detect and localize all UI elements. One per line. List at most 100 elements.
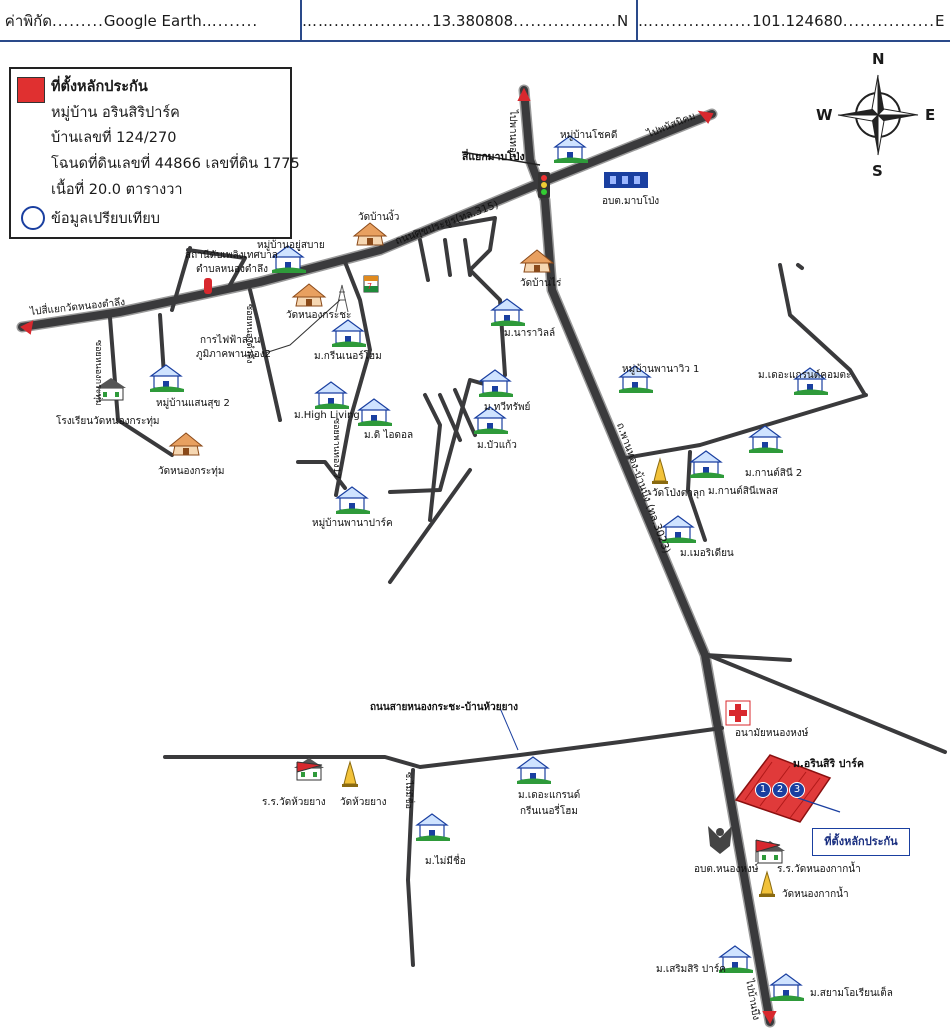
label-health-center: อนามัยหนองหงษ์: [735, 728, 809, 739]
house-icon: [490, 298, 526, 327]
flag-icon: [755, 839, 781, 862]
traffic-light-icon: [538, 172, 550, 198]
house-icon: [516, 756, 552, 785]
label-merry-dian: ม.เมอริเดียน: [680, 548, 734, 559]
convenience-store-icon: 7: [363, 275, 379, 293]
label-siam-oriental: ม.สยามโอเรียนเต็ล: [810, 988, 893, 999]
arrow-northeast: [697, 110, 714, 124]
house-icon: [149, 364, 185, 393]
label-wat-nong-khrathum: วัดหนองกระทุ่ม: [158, 466, 225, 477]
road-end-arrows: [20, 87, 777, 1025]
label-intersection-map-pong: สี่แยกมาบโป่ง: [462, 151, 525, 163]
coord-source: Google Earth: [103, 12, 202, 30]
label-wat-huai-yang: วัดห้วยยาง: [340, 797, 387, 808]
road-label-soi-nong-khrathum: ซอยหนองกระทุ่ม: [93, 340, 103, 406]
label-the-grand-green-2: กรีนเนอรี่โฮม: [520, 806, 578, 817]
label-rr-wat-huai-yang: ร.ร.วัดห้วยยาง: [262, 797, 326, 808]
compass-north: N: [872, 50, 885, 68]
legend-house-no: บ้านเลขที่ 124/270: [51, 130, 177, 146]
longitude-dir: E: [935, 12, 945, 30]
compass-rose: [837, 74, 919, 156]
marker-3: 3: [789, 782, 805, 798]
label-abt-nong-hong: อบต.หนองหงษ์: [694, 864, 759, 875]
label-ban-chokdee: หมู่บ้านโชคดี: [560, 130, 618, 141]
legend-village: หมู่บ้าน อรินสิริปาร์ค: [51, 105, 180, 121]
latitude-cell: …….................13.380808............…: [302, 0, 638, 40]
pea-leader-line: [261, 299, 341, 355]
fire-extinguisher-icon: [204, 278, 212, 294]
road-label-soi-mai-mi-chue: ซ.ไม่มีชื่อ: [403, 772, 413, 809]
label-the-grand-green: ม.เดอะแกรนด์: [518, 790, 581, 801]
callout-leader: [797, 797, 841, 813]
label-rr-wat-nong-kakna: ร.ร.วัดหนองกากน้ำ: [777, 864, 861, 875]
temple-icon: [292, 283, 326, 307]
latitude-dir: N: [617, 12, 629, 30]
pagoda-icon: [651, 458, 669, 485]
label-fire-station-2: ตำบลหนองตำลึง: [196, 264, 269, 275]
label-ban-phana-park: หมู่บ้านพานาปาร์ค: [312, 518, 393, 529]
longitude-cell: ….................101.124680............…: [638, 12, 945, 30]
legend-collateral: ที่ตั้งหลักประกัน: [51, 79, 148, 95]
label-pea: การไฟฟ้าส่วน: [200, 335, 261, 346]
label-high-living: ม.High Living: [294, 410, 360, 421]
flag-icon: [296, 761, 323, 780]
house-icon: [415, 813, 451, 842]
collateral-callout: ที่ตั้งหลักประกัน: [812, 828, 910, 856]
road-label-leader: [499, 707, 519, 751]
road-label-soi-phanthong17: ซอยพานทอง17: [331, 418, 341, 480]
arrow-north: [517, 87, 531, 101]
label-ban-yu-sabai: หมู่บ้านอยู่สบาย: [257, 240, 325, 251]
comparison-circle-icon: [21, 206, 45, 230]
marker-2: 2: [772, 782, 788, 798]
label-wat-nong-kakna: วัดหนองกากน้ำ: [782, 889, 849, 900]
collateral-swatch: [17, 77, 45, 103]
arrow-west: [20, 320, 34, 335]
label-wat-ban-ngio: วัดบ้านงิ้ว: [358, 212, 400, 223]
label-pea-2: ภูมิภาคพานทอง2: [196, 349, 271, 360]
label-the-idol: ม.ดิ ไอดอล: [364, 430, 414, 441]
compass-south: S: [872, 162, 883, 180]
map-legend: ที่ตั้งหลักประกัน หมู่บ้าน อรินสิริปาร์ค…: [9, 67, 300, 239]
house-icon: [478, 369, 514, 398]
label-phana-view: หมู่บ้านพานาวิว 1: [622, 364, 700, 375]
main-roads: [18, 86, 774, 1026]
label-abt-map-pong: อบต.มาบโป่ง: [602, 196, 660, 207]
label-mai-mi-chue: ม.ไม่มีชื่อ: [425, 856, 466, 867]
label-green-home: ม.กรีนเนอร์โฮม: [314, 351, 382, 362]
government-office-icon: [604, 172, 648, 188]
label-ban-saen-suk-2: หมู่บ้านแสนสุข 2: [156, 398, 230, 409]
house-icon: [769, 973, 805, 1002]
longitude-value: 101.124680: [752, 12, 843, 30]
latitude-value: 13.380808: [432, 12, 514, 30]
house-icon: [335, 486, 371, 515]
label-karn-sinee-2: ม.กานต์สินี 2: [745, 468, 803, 479]
label-sermsiri-park: ม.เสริมสิริ ปาร์ค: [656, 964, 726, 975]
pagoda-icon: [341, 761, 359, 788]
road-label-nong-kra-cha: ถนนสายหนองกระชะ-บ้านห้วยยาง: [370, 702, 518, 713]
label-na-ra-villa: ม.นาราวิลล์: [504, 328, 556, 339]
garuda-emblem-icon: [708, 826, 732, 854]
compass-west: W: [816, 106, 833, 124]
coord-label: ค่าพิกัด: [4, 12, 52, 30]
legend-area: เนื้อที่ 20.0 ตารางวา: [51, 182, 183, 198]
source-cell: ค่าพิกัด.........Google Earth….......: [0, 0, 302, 40]
label-wat-ban-rai: วัดบ้านไร่: [520, 278, 562, 289]
legend-comparison: ข้อมูลเปรียบเทียบ: [51, 211, 160, 227]
label-karn-sinee-place: ม.กานต์สินีเพลส: [708, 486, 778, 497]
label-thawi-sap: ม.ทวีทรัพย์: [484, 402, 531, 413]
house-icon: [331, 319, 367, 348]
svg-text:7: 7: [367, 282, 372, 291]
coordinate-header: ค่าพิกัด.........Google Earth…....... ………: [0, 0, 950, 42]
temple-icon: [353, 222, 387, 246]
health-center-icon: [725, 700, 751, 726]
house-icon: [314, 381, 350, 410]
label-wat-pong-taluk: วัดโป่งตาลุก: [652, 488, 706, 499]
label-arin-siri-park: ม.อรินสิริ ปาร์ค: [793, 758, 864, 770]
house-icon: [357, 398, 393, 427]
house-icon: [689, 450, 725, 479]
legend-deed: โฉนดที่ดินเลขที่ 44866 เลขที่ดิน 1775: [51, 156, 300, 172]
school-icons: [95, 377, 786, 864]
label-bua-kaeo: ม.บัวแก้ว: [477, 440, 517, 451]
label-school-nong-khrathum: โรงเรียนวัดหนองกระทุ่ม: [56, 416, 160, 427]
